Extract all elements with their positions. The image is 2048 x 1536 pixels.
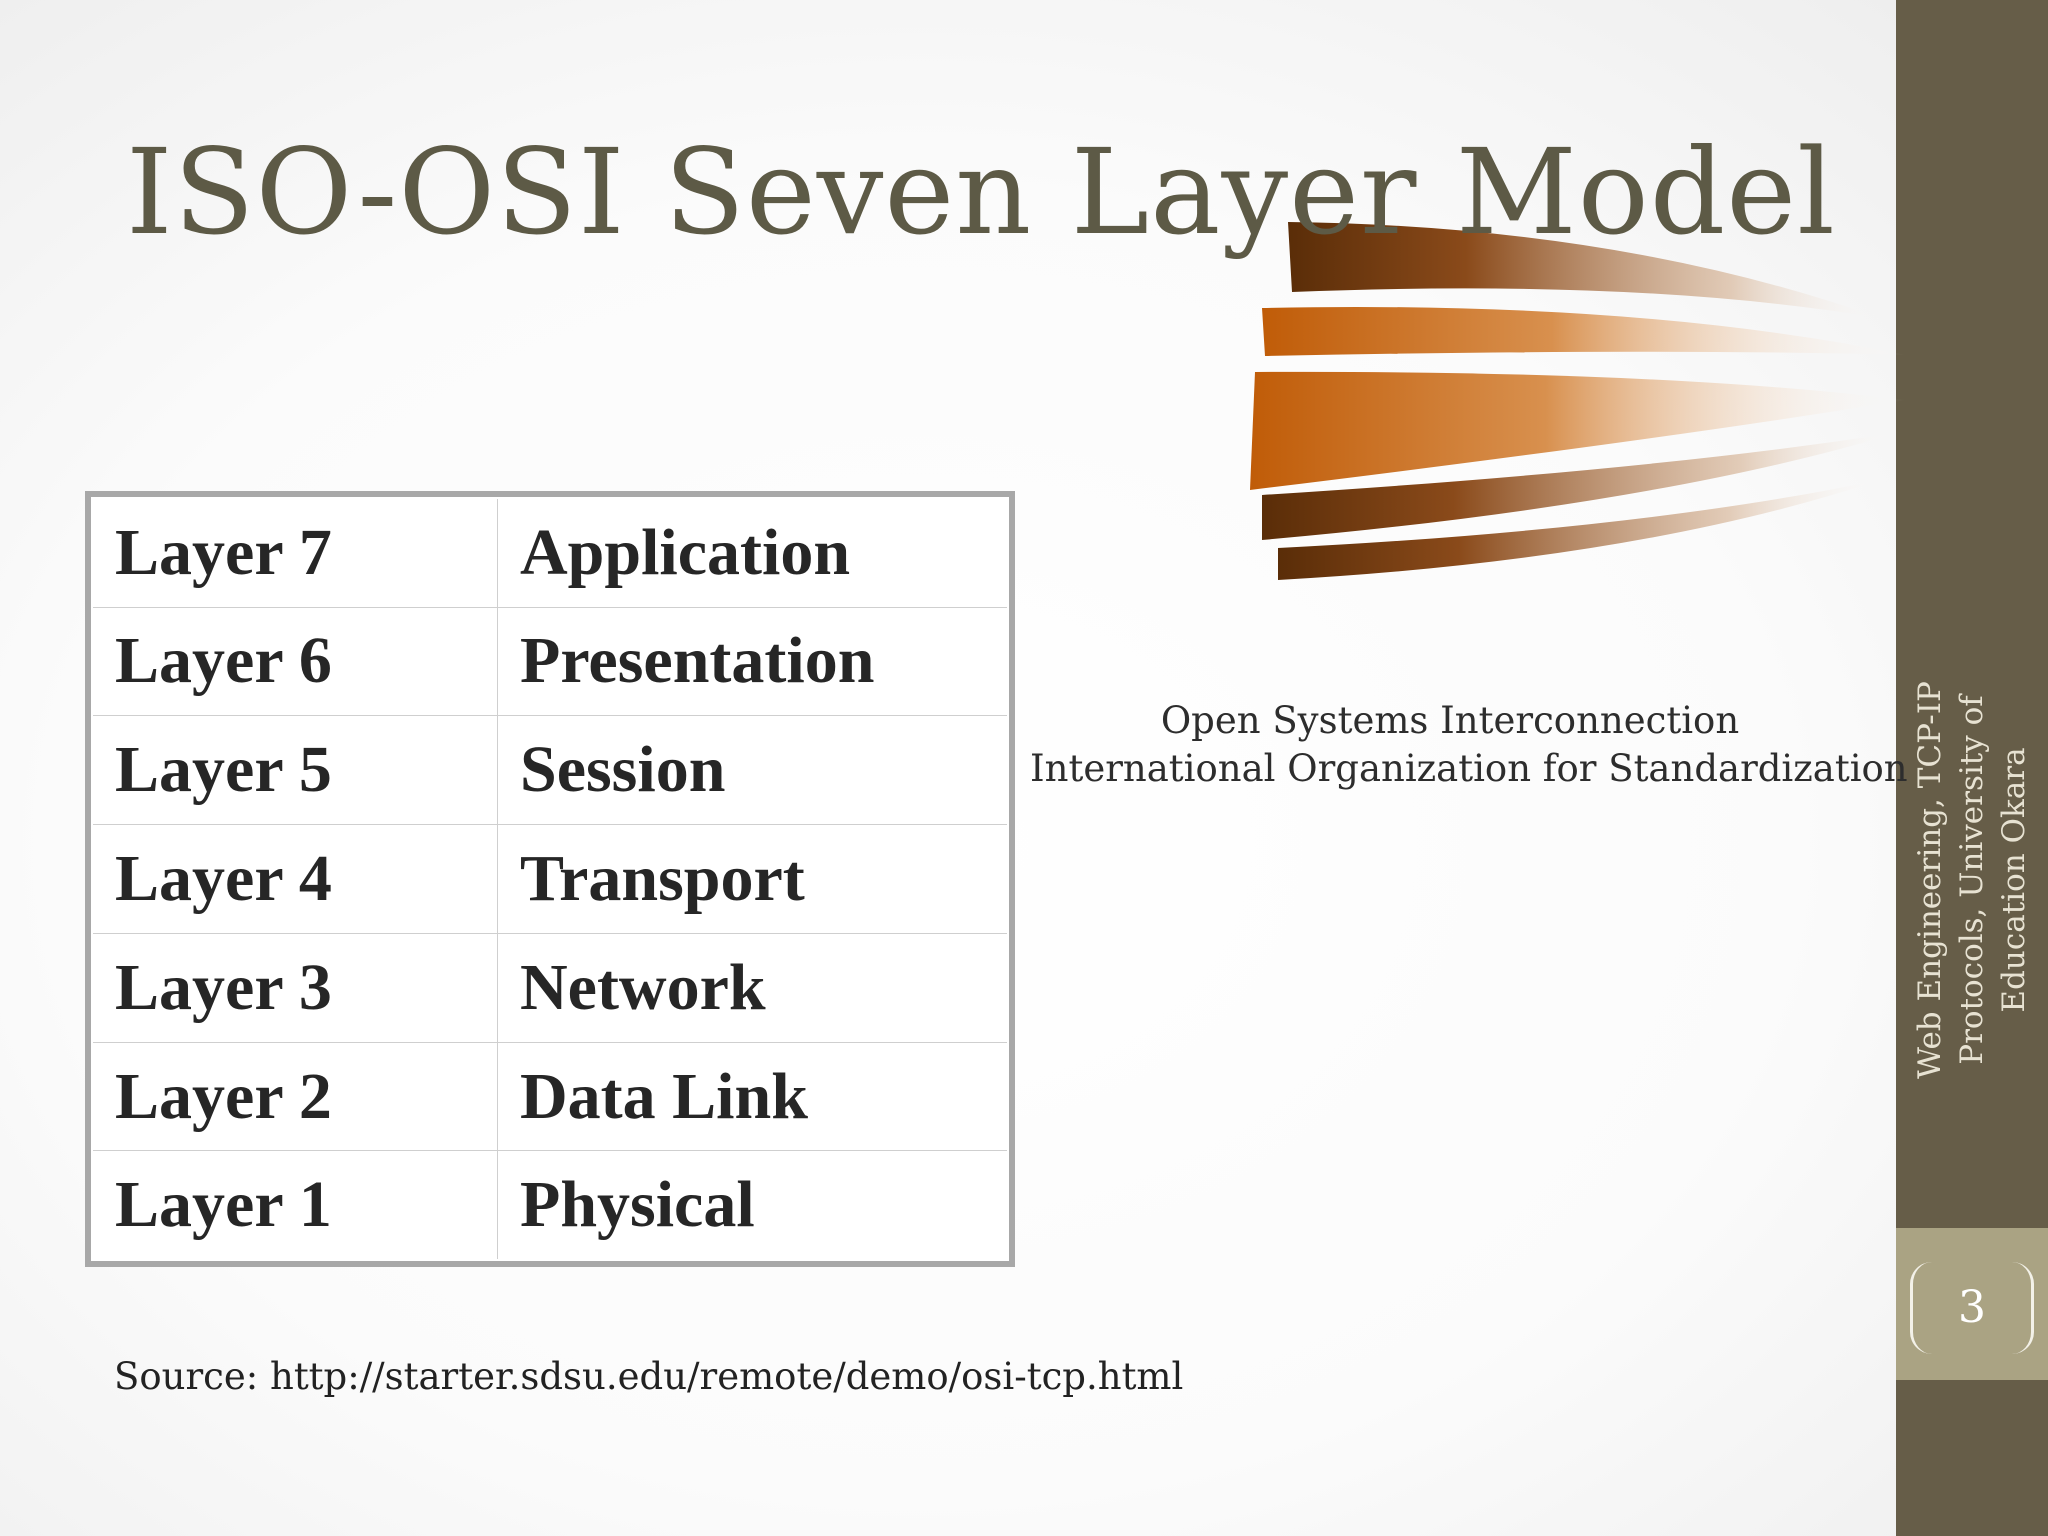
layer-name: Data Link <box>497 1042 1007 1152</box>
table-row: Layer 5 Session <box>93 715 1007 826</box>
layer-name: Transport <box>497 824 1007 934</box>
layer-name: Physical <box>520 1168 755 1242</box>
layer-number: Layer 7 <box>93 499 498 608</box>
acronym-expansion: Open Systems Interconnection Internation… <box>1030 697 1908 793</box>
table-row: Layer 3 Network <box>93 933 1007 1043</box>
fan-band-lower <box>1262 432 1900 540</box>
osi-expansion: Open Systems Interconnection <box>1160 699 1740 742</box>
page-number-box <box>1896 1228 2048 1380</box>
layer-number: Layer 5 <box>93 715 498 826</box>
layer-number: Layer 2 <box>93 1042 498 1152</box>
layer-number: Layer 3 <box>93 933 498 1043</box>
layer-number: Layer 6 <box>93 607 498 717</box>
table-row: Layer 7 Application <box>93 499 1007 608</box>
layer-name: Session <box>497 715 1007 826</box>
slide-title: ISO-OSI Seven Layer Model <box>126 123 1836 261</box>
iso-expansion: International Organization for Standardi… <box>1030 747 1908 790</box>
osi-layer-table: Layer 7 Application Layer 6 Presentation… <box>85 491 1015 1267</box>
fan-band-bottom <box>1278 480 1880 580</box>
page-number-bracket <box>1910 1262 2034 1354</box>
table-row: Layer 4 Transport <box>93 824 1007 934</box>
table-row: Layer 6 Presentation <box>93 607 1007 717</box>
layer-number: Layer 4 <box>93 824 498 934</box>
layer-number: Layer 1 <box>93 1150 498 1259</box>
table-row: Layer 1 Physical <box>93 1150 1007 1259</box>
source-citation: Source: http://starter.sdsu.edu/remote/d… <box>114 1355 1184 1398</box>
table-row: Layer 2 Data Link <box>93 1042 1007 1152</box>
footer-text: Web Engineering, TCP-IP Protocols, Unive… <box>1912 681 2032 1079</box>
fan-band-upper <box>1262 306 1906 356</box>
layer-name: Presentation <box>497 607 1007 717</box>
layer-name: Network <box>497 933 1007 1043</box>
page-number: 3 <box>1958 1282 1986 1333</box>
fan-band-top <box>1288 222 1880 318</box>
layer-name: Application <box>497 499 1007 608</box>
